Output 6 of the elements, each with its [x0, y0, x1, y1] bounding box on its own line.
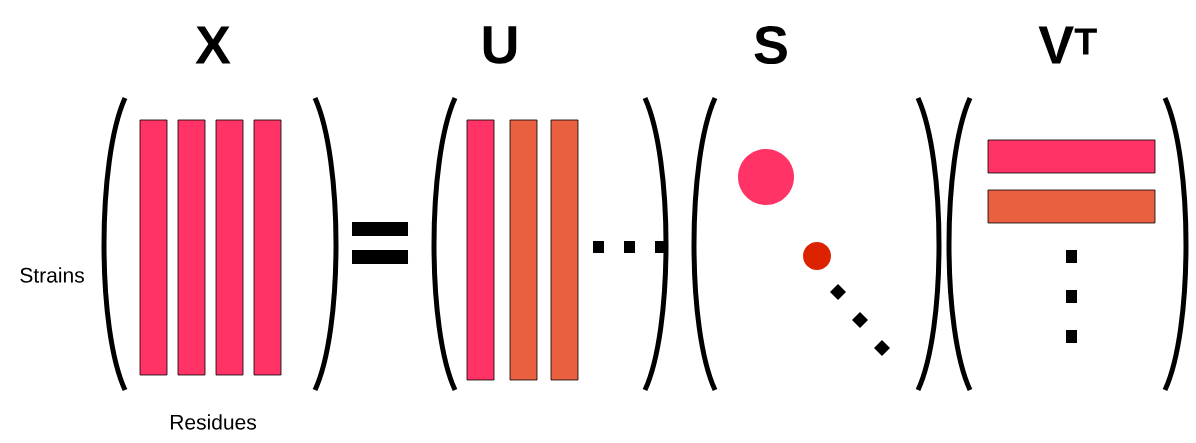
- matrix-label: X: [195, 26, 231, 64]
- axis-label: Strains: [20, 267, 84, 283]
- matrix-label: U: [483, 26, 517, 64]
- matrix-label: S: [754, 25, 787, 65]
- matrix-label: V$^{T}$: [1038, 26, 1097, 64]
- axis-label: Residues: [170, 414, 256, 430]
